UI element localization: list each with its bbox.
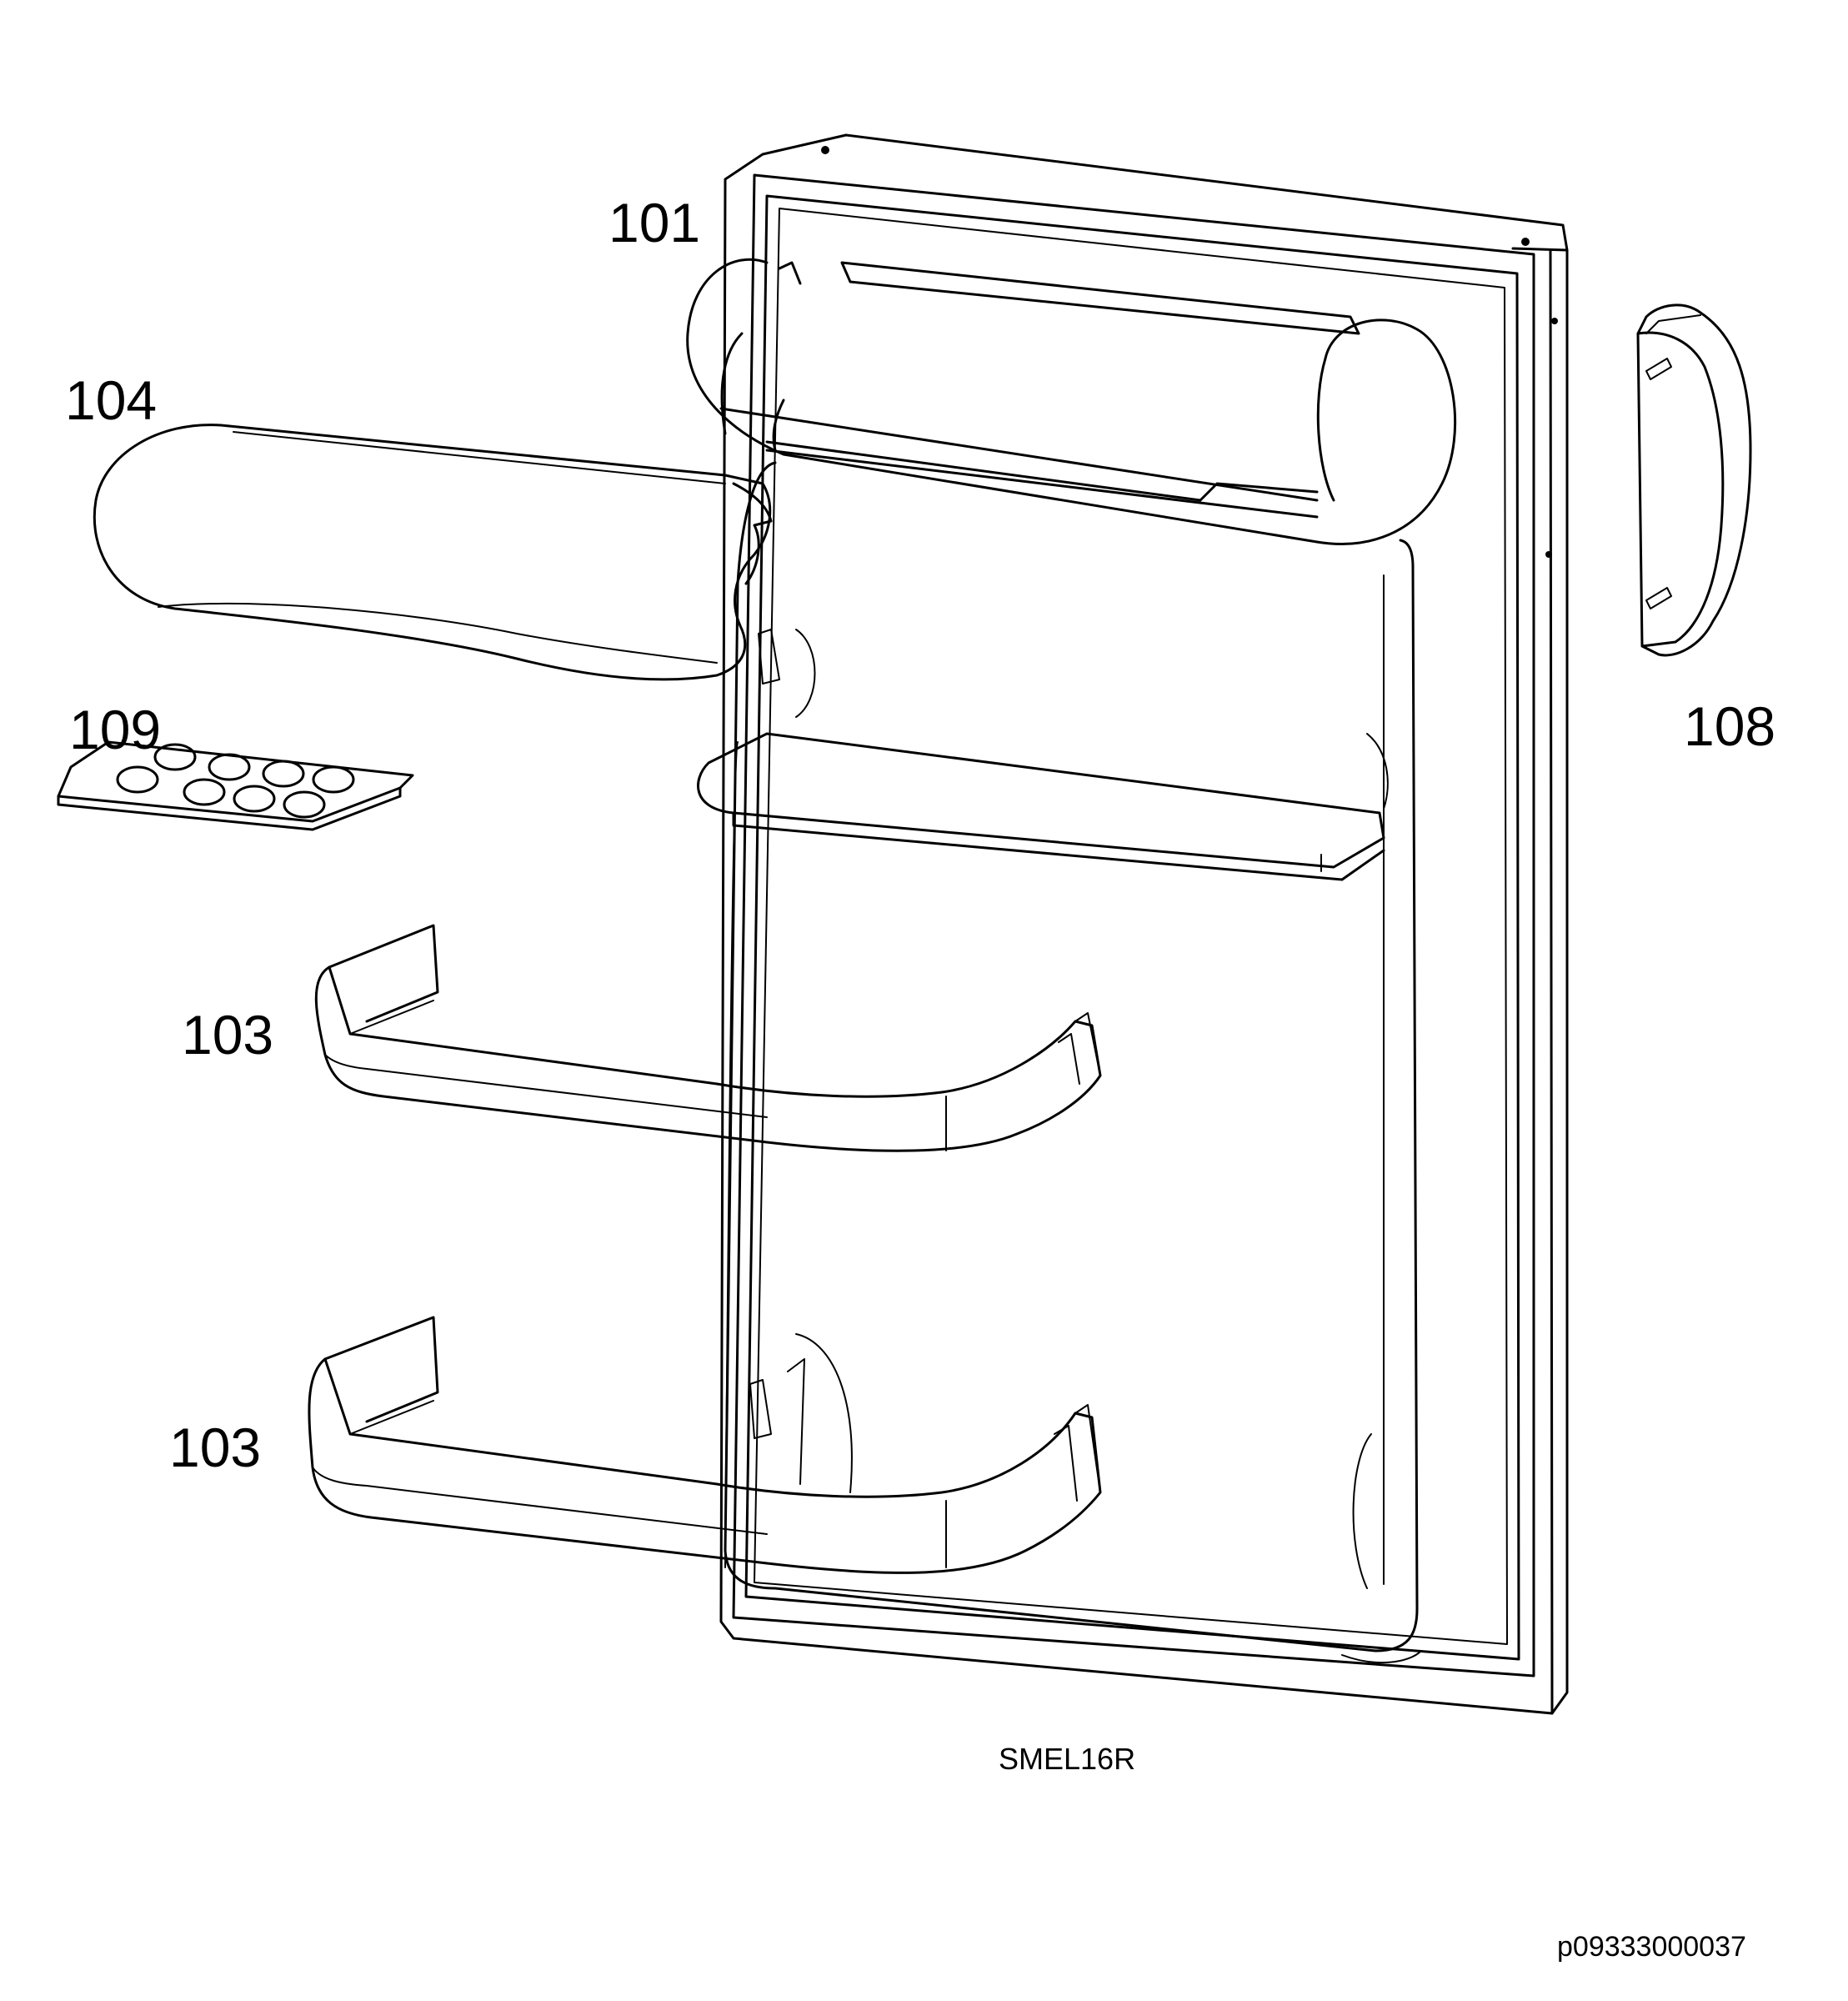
part-label-103-lower: 103	[169, 1417, 262, 1478]
door-handle-108	[1638, 305, 1750, 655]
model-code: SMEL16R	[999, 1742, 1136, 1776]
lower-liner-features	[750, 1334, 1421, 1662]
reference-code: p09333000037	[1557, 1931, 1746, 1963]
door-rack-103-upper	[316, 925, 1100, 1151]
part-label-103-upper: 103	[182, 1004, 274, 1066]
dairy-lid-104	[94, 425, 771, 680]
dairy-compartment-101	[688, 259, 1455, 544]
door-rack-103-lower	[309, 1317, 1100, 1572]
part-label-104: 104	[65, 369, 158, 431]
part-label-101: 101	[608, 192, 701, 253]
egg-tray-109	[58, 742, 413, 830]
door-liner	[725, 463, 1417, 1651]
door-frame	[721, 135, 1567, 1713]
part-label-108: 108	[1684, 695, 1776, 757]
part-label-109: 109	[69, 699, 162, 760]
middle-shelf	[699, 629, 1388, 880]
